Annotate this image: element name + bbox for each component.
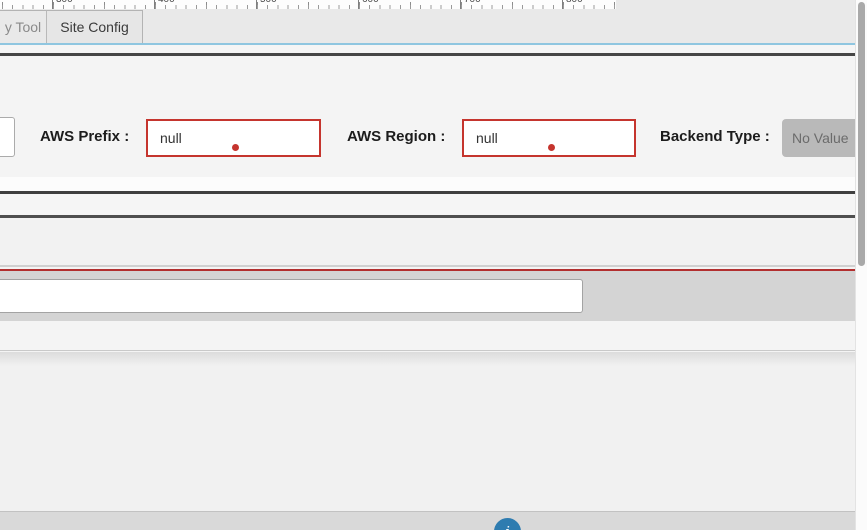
active-tab-accent-line xyxy=(0,43,855,45)
row-band-white xyxy=(0,177,855,191)
row-band-light xyxy=(0,194,855,215)
info-icon: i xyxy=(505,525,510,530)
error-dot xyxy=(232,144,239,151)
bottom-status-bar xyxy=(0,511,855,530)
error-dot xyxy=(548,144,555,151)
input-toolbar xyxy=(0,271,855,321)
ruler-ticks xyxy=(0,0,616,9)
aws-prefix-field xyxy=(146,119,321,157)
ruler-label-500: 500 xyxy=(256,0,277,9)
backend-type-value[interactable]: No Value xyxy=(782,119,860,157)
tab-site-config[interactable]: Site Config xyxy=(47,10,143,43)
ruler-right-fill xyxy=(616,0,855,9)
backend-type-label: Backend Type : xyxy=(660,128,770,145)
wide-text-input[interactable] xyxy=(0,279,583,313)
scrollbar-thumb[interactable] xyxy=(858,2,865,266)
tab-query-tool[interactable]: y Tool xyxy=(0,10,47,43)
tab-query-tool-label: y Tool xyxy=(4,19,42,35)
tab-bar: y Tool Site Config xyxy=(0,9,855,43)
separator-line-3 xyxy=(0,215,855,218)
aws-prefix-label: AWS Prefix : xyxy=(40,128,130,145)
aws-region-field xyxy=(462,119,636,157)
ruler-label-800: 800 xyxy=(562,0,583,9)
ruler-label-400: 400 xyxy=(154,0,175,9)
row-band-light-2 xyxy=(0,218,855,267)
aws-region-label: AWS Region : xyxy=(347,128,446,145)
site-config-form: AWS Prefix : AWS Region : Backend Type :… xyxy=(0,56,860,177)
separator-line-2 xyxy=(0,191,855,194)
vertical-scrollbar[interactable] xyxy=(855,0,867,530)
horizontal-ruler: 300 400 500 600 700 800 xyxy=(0,0,616,9)
sub-toolbar-band xyxy=(0,321,855,351)
content-panel xyxy=(0,352,855,511)
ruler-label-600: 600 xyxy=(358,0,379,9)
separator-line-1 xyxy=(0,53,855,56)
ruler-label-700: 700 xyxy=(460,0,481,9)
header-gap xyxy=(0,45,855,53)
red-separator-line xyxy=(0,269,855,271)
cut-off-input[interactable] xyxy=(0,117,15,157)
tab-site-config-label: Site Config xyxy=(60,19,129,35)
ruler-label-300: 300 xyxy=(52,0,73,9)
info-button[interactable]: i xyxy=(494,518,521,530)
